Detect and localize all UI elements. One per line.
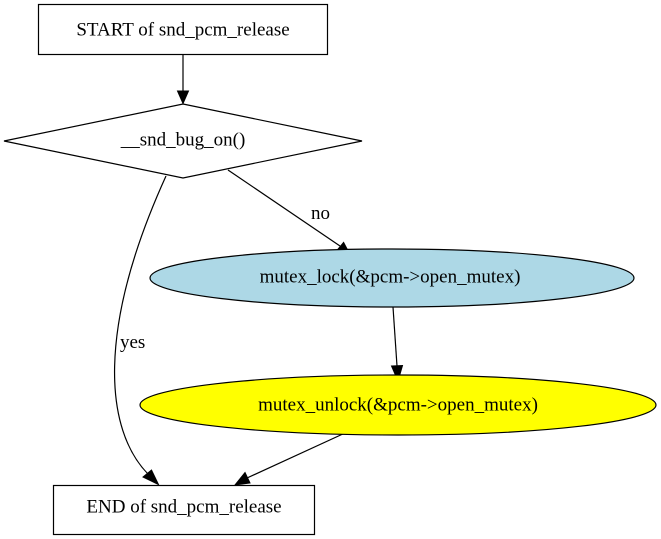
edge-label-yes: yes <box>120 332 145 353</box>
edge-lock-to-unlock <box>390 306 404 383</box>
decision-node: __snd_bug_on() <box>3 103 363 179</box>
arrowhead <box>176 90 190 105</box>
edge-label-no: no <box>311 203 330 224</box>
decision-node-label: __snd_bug_on() <box>120 130 246 151</box>
unlock-node-label: mutex_unlock(&pcm->open_mutex) <box>258 395 538 416</box>
edge-decision-to-lock <box>227 169 353 258</box>
lock-node: mutex_lock(&pcm->open_mutex) <box>149 248 635 308</box>
arrowhead <box>142 469 160 486</box>
arrowhead <box>233 471 251 486</box>
end-node: END of snd_pcm_release <box>52 484 316 536</box>
start-node: START of snd_pcm_release <box>37 3 329 56</box>
unlock-node: mutex_unlock(&pcm->open_mutex) <box>139 374 657 436</box>
edge-start-to-decision <box>176 55 190 105</box>
edge-decision-to-end <box>113 175 167 486</box>
arrowhead <box>390 364 404 383</box>
end-node-label: END of snd_pcm_release <box>86 497 281 518</box>
start-node-label: START of snd_pcm_release <box>76 20 289 41</box>
lock-node-label: mutex_lock(&pcm->open_mutex) <box>260 267 521 288</box>
edge-unlock-to-end <box>233 432 346 486</box>
